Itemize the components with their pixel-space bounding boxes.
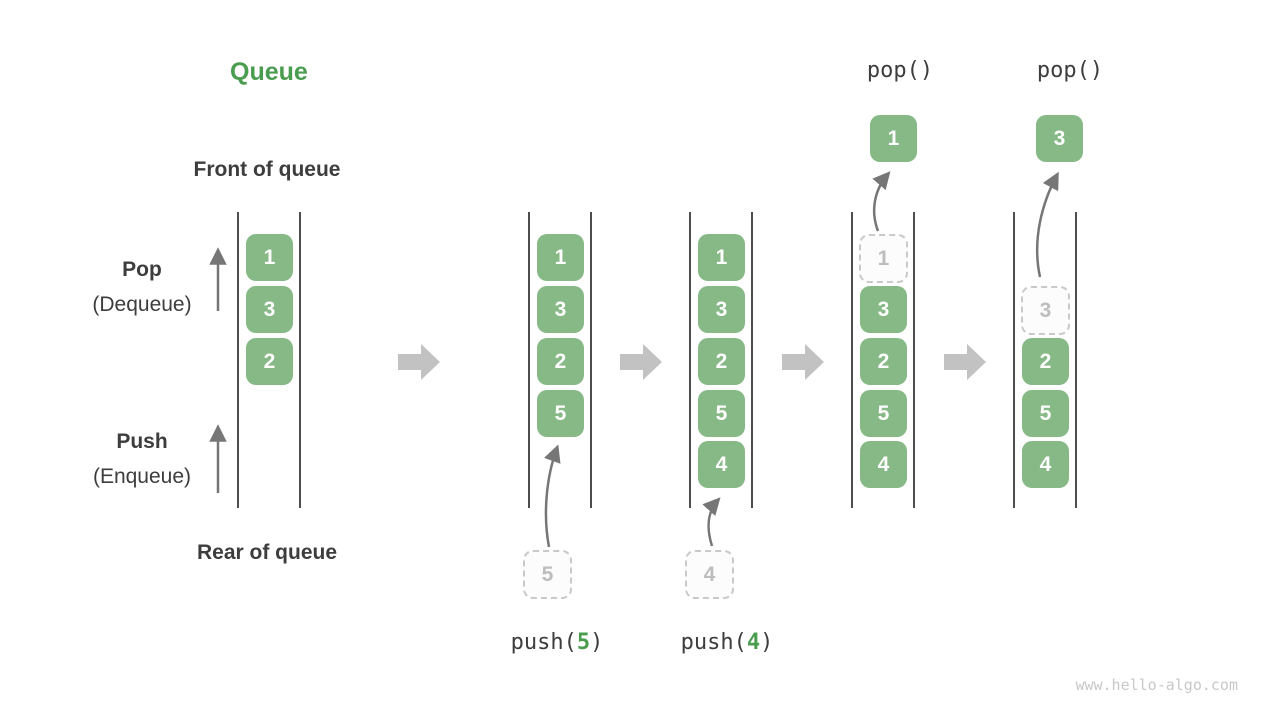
popped-element-3: 3 [1036, 115, 1083, 162]
enqueue-label: (Enqueue) [92, 465, 192, 488]
queue-cell: 2 [1022, 338, 1069, 385]
step-arrow-4-icon [944, 344, 986, 380]
queue-cell: 3 [860, 286, 907, 333]
dequeue-label: (Dequeue) [92, 293, 192, 316]
queue-state-2: 1 3 2 5 [528, 212, 592, 508]
push-fn-text: push( [510, 630, 577, 655]
queue-cell: 2 [537, 338, 584, 385]
queue-cell: 1 [698, 234, 745, 281]
queue-cell: 5 [860, 390, 907, 437]
queue-state-5: 3 2 5 4 [1013, 212, 1077, 508]
queue-cell: 5 [698, 390, 745, 437]
pop-call-label-1: pop() [866, 58, 934, 83]
queue-cell: 1 [537, 234, 584, 281]
step-arrow-1-icon [398, 344, 440, 380]
diagram-title: Queue [230, 58, 308, 86]
queue-state-3: 1 3 2 5 4 [689, 212, 753, 508]
popped-slot-ghost: 1 [859, 234, 908, 283]
queue-cell: 4 [698, 441, 745, 488]
front-of-queue-label: Front of queue [193, 158, 341, 181]
incoming-element-5: 5 [523, 550, 572, 599]
popped-element-1: 1 [870, 115, 917, 162]
pop-side-label: Pop (Dequeue) [47, 259, 237, 315]
queue-cell: 4 [1022, 441, 1069, 488]
incoming-element-4: 4 [685, 550, 734, 599]
step-arrow-3-icon [782, 344, 824, 380]
push-close-text: ) [590, 630, 604, 655]
queue-cell: 3 [698, 286, 745, 333]
push-fn-text: push( [680, 630, 747, 655]
pop-call-label-2: pop() [1036, 58, 1104, 83]
queue-cell: 5 [1022, 390, 1069, 437]
pop-label: Pop [122, 258, 162, 281]
queue-cell: 4 [860, 441, 907, 488]
queue-cell: 3 [246, 286, 293, 333]
push-close-text: ) [760, 630, 774, 655]
queue-state-1: 1 3 2 [237, 212, 301, 508]
push-label: Push [116, 430, 168, 453]
push-5-call-label: push(5) [487, 630, 627, 655]
step-arrow-2-icon [620, 344, 662, 380]
push-arg-text: 5 [576, 630, 591, 655]
rear-of-queue-label: Rear of queue [196, 541, 338, 564]
queue-cell: 3 [537, 286, 584, 333]
watermark: www.hello-algo.com [1075, 676, 1238, 694]
push-4-call-label: push(4) [657, 630, 797, 655]
queue-cell: 5 [537, 390, 584, 437]
queue-state-4: 1 3 2 5 4 [851, 212, 915, 508]
queue-cell: 1 [246, 234, 293, 281]
queue-cell: 2 [698, 338, 745, 385]
queue-cell: 2 [860, 338, 907, 385]
push-arg-text: 4 [746, 630, 761, 655]
push-side-label: Push (Enqueue) [47, 431, 237, 487]
queue-cell: 2 [246, 338, 293, 385]
popped-slot-ghost: 3 [1021, 286, 1070, 335]
